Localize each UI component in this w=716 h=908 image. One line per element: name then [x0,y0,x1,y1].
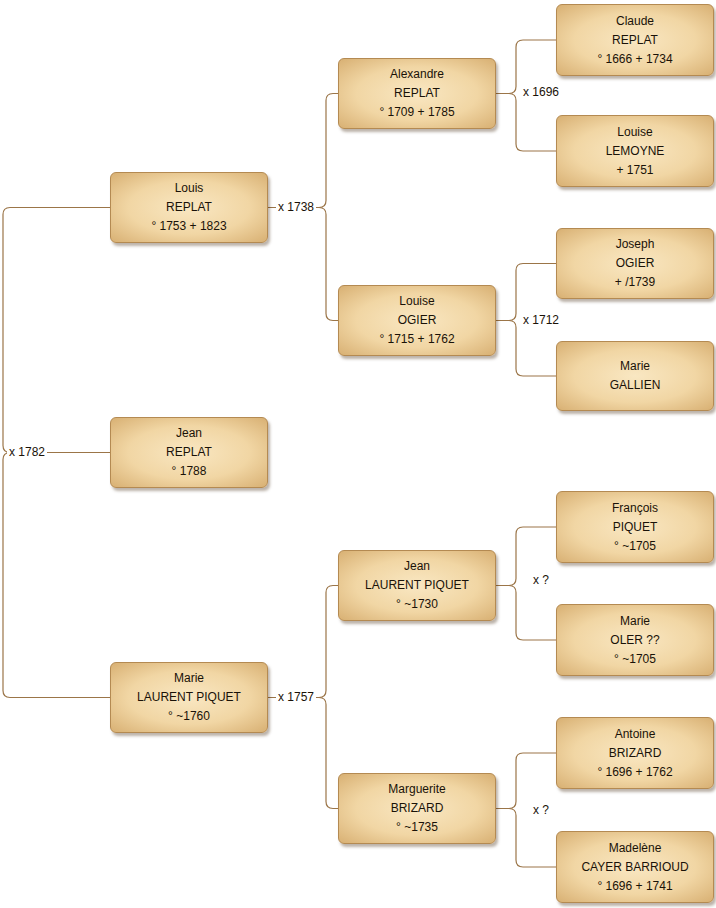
given-name: Marie [620,612,650,631]
person-text: ° 1666 + 1734 [597,50,672,69]
person-box: LouiseLEMOYNE+ 1751 [556,115,714,187]
given-name: Louise [617,123,652,142]
family-link [496,264,556,321]
person-text: ° ~1705 [614,537,656,556]
family-link [496,586,556,641]
family-link [3,453,110,698]
person-text: ° 1715 + 1762 [379,330,454,349]
person-box: LouiseOGIER° 1715 + 1762 [338,285,496,356]
person-box: MargueriteBRIZARD° ~1735 [338,773,496,844]
marriage-label: x ? [531,803,551,817]
marriage-label: x ? [531,573,551,587]
person-box: MarieGALLIEN [556,341,714,411]
person-text: PIQUET [613,518,658,537]
given-name: Joseph [616,235,655,254]
given-name: Antoine [615,725,656,744]
person-text: ° ~1735 [396,818,438,837]
person-text: ° 1788 [172,462,207,481]
person-text: REPLAT [394,84,440,103]
person-text: LEMOYNE [606,142,665,161]
person-box: JosephOGIER+ /1739 [556,228,714,299]
given-name: Claude [616,12,654,31]
person-text: OGIER [616,254,655,273]
given-name: François [612,499,658,518]
person-text: OGIER [398,311,437,330]
given-name: Louis [175,179,204,198]
person-text: ° 1696 + 1762 [597,763,672,782]
person-text: + 1751 [616,161,653,180]
person-text: REPLAT [612,31,658,50]
marriage-label: x 1782 [7,445,47,459]
person-box: FrançoisPIQUET° ~1705 [556,491,714,563]
person-text: ° 1753 + 1823 [151,217,226,236]
family-link [268,208,338,321]
marriage-label: x 1712 [521,313,561,327]
marriage-label: x 1696 [521,85,561,99]
family-link [268,94,338,208]
person-box: LouisREPLAT° 1753 + 1823 [110,172,268,243]
person-text: ° 1709 + 1785 [379,103,454,122]
person-text: ° ~1730 [396,595,438,614]
person-text: LAURENT PIQUET [365,576,469,595]
person-box: MadelèneCAYER BARRIOUD° 1696 + 1741 [556,831,714,903]
person-text: BRIZARD [391,799,444,818]
marriage-label: x 1738 [276,200,316,214]
family-link [268,586,338,698]
family-link [268,698,338,809]
person-box: ClaudeREPLAT° 1666 + 1734 [556,4,714,76]
family-link [496,94,556,152]
family-link [496,809,556,868]
family-link [496,753,556,809]
person-text: REPLAT [166,198,212,217]
given-name: Madelène [609,839,662,858]
person-text: REPLAT [166,443,212,462]
person-box: AlexandreREPLAT° 1709 + 1785 [338,58,496,129]
given-name: Louise [399,292,434,311]
person-text: ° ~1760 [168,707,210,726]
person-text: BRIZARD [609,744,662,763]
person-box: MarieLAURENT PIQUET° ~1760 [110,662,268,733]
family-link [496,321,556,377]
person-text: CAYER BARRIOUD [581,858,688,877]
person-text: + /1739 [615,273,655,292]
person-box: JeanREPLAT° 1788 [110,417,268,488]
person-text: OLER ?? [610,631,659,650]
given-name: Jean [176,424,202,443]
person-box: MarieOLER ??° ~1705 [556,604,714,676]
person-box: AntoineBRIZARD° 1696 + 1762 [556,717,714,789]
person-box: JeanLAURENT PIQUET° ~1730 [338,550,496,621]
person-text: GALLIEN [610,376,661,395]
person-text: ° ~1705 [614,650,656,669]
given-name: Jean [404,557,430,576]
person-text: LAURENT PIQUET [137,688,241,707]
given-name: Alexandre [390,65,444,84]
given-name: Marie [620,357,650,376]
person-text: ° 1696 + 1741 [597,877,672,896]
marriage-label: x 1757 [276,690,316,704]
given-name: Marie [174,669,204,688]
family-link [3,208,110,453]
given-name: Marguerite [388,780,445,799]
